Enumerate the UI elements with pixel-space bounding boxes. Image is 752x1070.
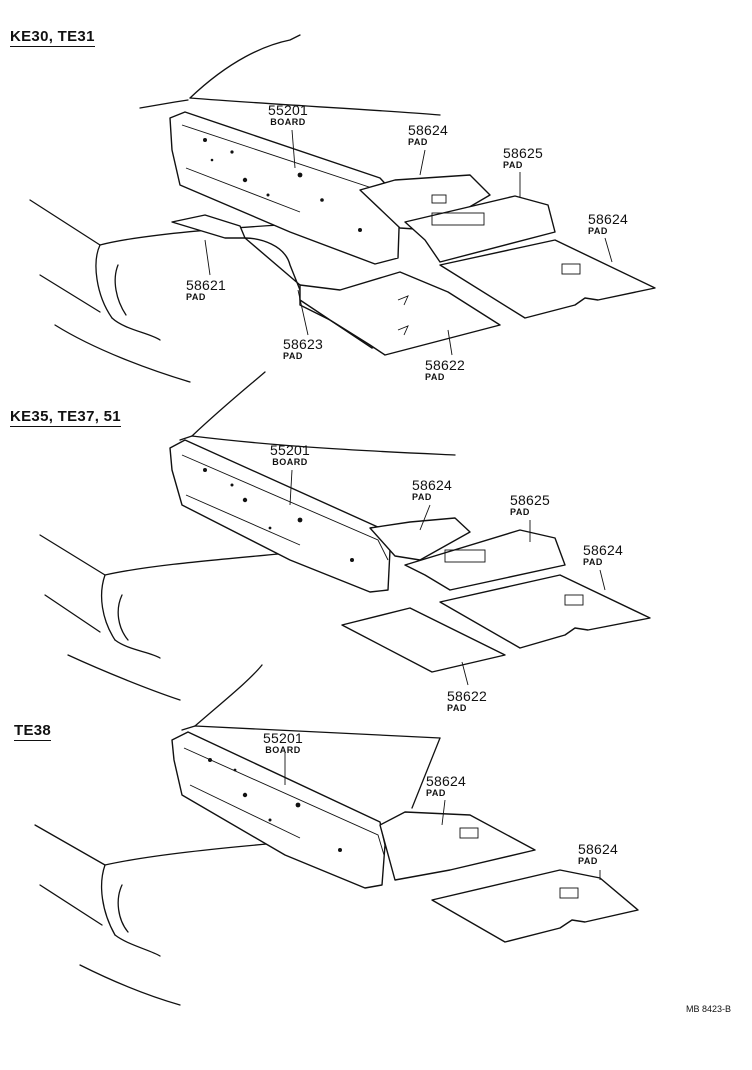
part-name: PAD <box>412 492 432 502</box>
leader-lines <box>204 129 613 880</box>
section-header: KE35, TE37, 51 <box>10 408 121 427</box>
part-number: 58622 <box>447 688 487 704</box>
figure-code: MB 8423-B <box>686 1004 732 1014</box>
part-number: 55201 <box>268 102 308 118</box>
part-callout: 55201 BOARD <box>270 443 310 467</box>
part-name: PAD <box>447 703 467 713</box>
part-name: PAD <box>583 557 603 567</box>
part-number: 58624 <box>408 122 448 138</box>
part-name: PAD <box>578 856 598 866</box>
section-header: TE38 <box>14 722 52 741</box>
part-name: BOARD <box>270 117 306 127</box>
part-callout: 58625 PAD <box>503 146 543 170</box>
part-callout: 58622 PAD <box>447 689 487 713</box>
part-name: PAD <box>510 507 530 517</box>
section-2-drawing <box>39 371 651 701</box>
part-callout: 58625 PAD <box>510 493 550 517</box>
part-name: BOARD <box>272 457 308 467</box>
part-number: 55201 <box>263 730 303 746</box>
section-1-drawing <box>29 34 656 383</box>
part-callout: 58624 PAD <box>583 543 623 567</box>
part-number: 58625 <box>503 145 543 161</box>
part-callout: 58624 PAD <box>588 212 628 236</box>
part-number: 58624 <box>583 542 623 558</box>
part-number: 58624 <box>426 773 466 789</box>
part-number: 58623 <box>283 336 323 352</box>
section-3-drawing <box>34 664 639 1006</box>
part-name: PAD <box>283 351 303 361</box>
part-name: PAD <box>588 226 608 236</box>
part-name: PAD <box>186 292 206 302</box>
part-callout: 58622 PAD <box>425 358 465 382</box>
part-callout: 58623 PAD <box>283 337 323 361</box>
part-callout: 58624 PAD <box>408 123 448 147</box>
part-callout: 58624 PAD <box>426 774 466 798</box>
section-header: KE30, TE31 <box>10 28 95 47</box>
part-callout: 58624 PAD <box>412 478 452 502</box>
part-name: PAD <box>408 137 428 147</box>
part-number: 58622 <box>425 357 465 373</box>
part-number: 58625 <box>510 492 550 508</box>
part-callout: 58621 PAD <box>186 278 226 302</box>
part-name: PAD <box>425 372 445 382</box>
part-name: BOARD <box>265 745 301 755</box>
part-number: 58624 <box>412 477 452 493</box>
part-callout: 58624 PAD <box>578 842 618 866</box>
part-number: 55201 <box>270 442 310 458</box>
part-callout: 55201 BOARD <box>263 731 303 755</box>
part-name: PAD <box>426 788 446 798</box>
part-number: 58624 <box>588 211 628 227</box>
part-number: 58621 <box>186 277 226 293</box>
part-name: PAD <box>503 160 523 170</box>
part-number: 58624 <box>578 841 618 857</box>
part-callout: 55201 BOARD <box>268 103 308 127</box>
